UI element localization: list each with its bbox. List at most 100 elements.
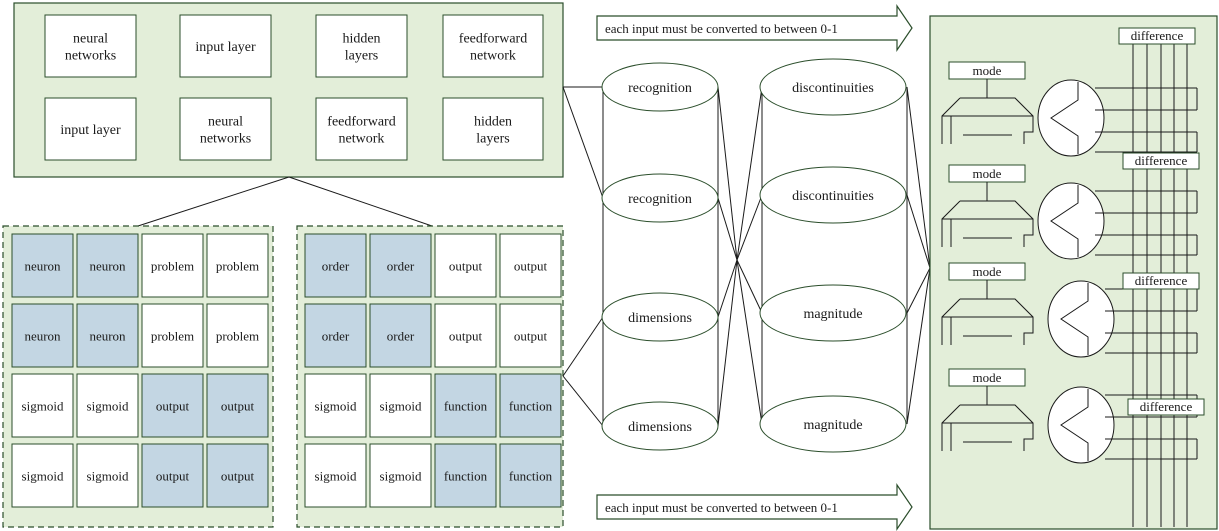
right-panel: modemodemodemodedifferencedifferencediff… xyxy=(929,15,1218,530)
grid-cell-label: sigmoid xyxy=(380,399,422,414)
network-lines xyxy=(562,86,931,427)
connector-line xyxy=(562,86,604,199)
grid-cell xyxy=(499,373,562,438)
grid-cell-label: function xyxy=(509,469,553,484)
grid-cell xyxy=(141,233,204,298)
processing-unit: mode xyxy=(941,262,1198,358)
connector-line xyxy=(906,267,931,425)
oscillator-circle xyxy=(1037,182,1105,260)
grid-cell-label: sigmoid xyxy=(315,399,357,414)
bottom-arrow-label: each input must be converted to between … xyxy=(605,500,838,515)
top-box xyxy=(315,14,408,78)
oscillator-circle xyxy=(1047,386,1115,464)
zigzag-icon xyxy=(1060,283,1089,355)
grid-cell xyxy=(369,373,432,438)
grid-cell-label: output xyxy=(221,469,255,484)
top-box xyxy=(179,14,272,78)
grid-cell-label: output xyxy=(156,469,190,484)
right-ellipse xyxy=(759,58,907,116)
grid-cell xyxy=(369,303,432,368)
grid-cell xyxy=(11,233,74,298)
grid-cell-label: neuron xyxy=(89,259,126,274)
difference-box xyxy=(1122,152,1200,170)
top-box xyxy=(44,97,137,161)
grid-cell xyxy=(206,233,269,298)
oscillator-circle xyxy=(1047,280,1115,358)
grid-cell-label: sigmoid xyxy=(87,469,129,484)
zigzag-icon xyxy=(1050,82,1079,154)
grid-cell xyxy=(434,373,497,438)
left-ellipse xyxy=(601,62,719,112)
grid-cell xyxy=(304,303,367,368)
grid-cell xyxy=(499,233,562,298)
connector-line xyxy=(717,197,738,261)
connector-line xyxy=(717,259,738,427)
top-box-label: input layer xyxy=(195,40,256,55)
grid-cell-label: problem xyxy=(151,259,194,274)
top-arrow-label: each input must be converted to between … xyxy=(605,21,838,36)
connector-line xyxy=(562,316,604,377)
grid-cell xyxy=(76,373,139,438)
top-box xyxy=(442,97,544,161)
left-ellipse-label: recognition xyxy=(628,81,692,96)
connector-line xyxy=(906,194,931,269)
grid-cell xyxy=(434,303,497,368)
difference-label: difference xyxy=(1131,28,1184,43)
grid-cell-label: function xyxy=(444,469,488,484)
grid-cell-label: output xyxy=(221,399,255,414)
right-ellipse xyxy=(759,395,907,453)
grid-cell-label: problem xyxy=(151,329,194,344)
top-arrow-shape xyxy=(596,4,913,52)
left-ellipse xyxy=(601,292,719,342)
top-box xyxy=(179,97,272,161)
difference-box xyxy=(1118,27,1196,45)
grid-cell xyxy=(141,443,204,508)
connector-line xyxy=(736,259,763,425)
difference-box xyxy=(1122,272,1200,290)
grid-cell xyxy=(141,373,204,438)
left-ellipse-label: dimensions xyxy=(628,420,692,435)
grid-cell xyxy=(141,303,204,368)
right-ellipse-label: magnitude xyxy=(803,418,862,433)
grid-cell-label: output xyxy=(449,329,483,344)
right-ellipse xyxy=(759,284,907,342)
processing-unit: mode xyxy=(941,368,1198,464)
grid-cell-label: output xyxy=(156,399,190,414)
grid-cell-label: order xyxy=(387,259,415,274)
grid-cell xyxy=(11,443,74,508)
grid-cell-label: problem xyxy=(216,259,259,274)
bottom-arrow: each input must be converted to between … xyxy=(596,483,913,531)
processing-unit: mode xyxy=(941,164,1198,260)
grid-cell xyxy=(206,443,269,508)
zigzag-icon xyxy=(1050,185,1079,257)
grid-cell-label: sigmoid xyxy=(22,469,64,484)
right-ellipse-label: discontinuities xyxy=(792,189,874,204)
grid-cell xyxy=(206,303,269,368)
top-box xyxy=(315,97,408,161)
grid-cell xyxy=(499,303,562,368)
grid-cell-label: function xyxy=(509,399,553,414)
left-ellipse xyxy=(601,173,719,223)
zigzag-icon xyxy=(1060,389,1089,461)
processing-unit: mode xyxy=(941,61,1198,157)
grid-cell-label: output xyxy=(514,259,548,274)
grid-cell xyxy=(11,303,74,368)
grid-cell-label: sigmoid xyxy=(380,469,422,484)
left-ellipse-label: dimensions xyxy=(628,311,692,326)
difference-label: difference xyxy=(1135,273,1188,288)
grid-cell-label: sigmoid xyxy=(22,399,64,414)
connector-line xyxy=(906,86,931,269)
connector-line xyxy=(736,259,763,314)
grid-cell-label: neuron xyxy=(89,329,126,344)
difference-label: difference xyxy=(1140,399,1193,414)
mode-label: mode xyxy=(973,63,1002,78)
oscillator-circle xyxy=(1037,79,1105,157)
